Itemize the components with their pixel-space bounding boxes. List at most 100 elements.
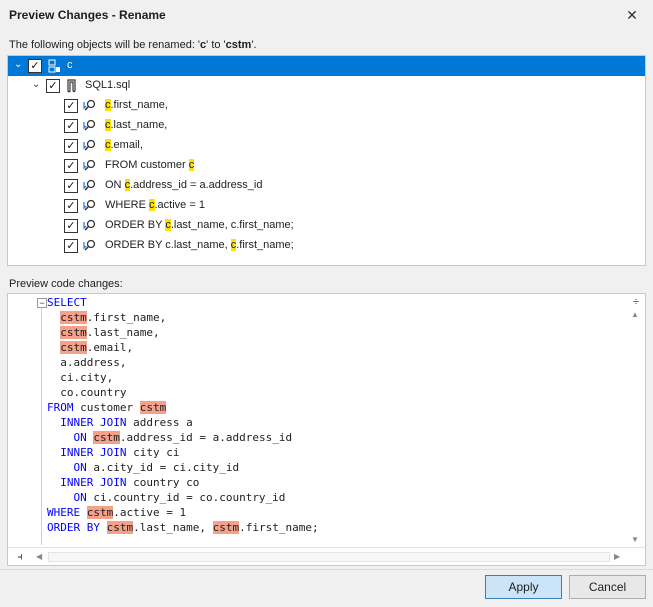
code-line: ON cstm.address_id = a.address_id (47, 430, 319, 445)
occurrence-prefix: ORDER BY (105, 219, 166, 231)
code-text (47, 461, 74, 474)
sql-keyword: INNER JOIN (60, 446, 127, 459)
code-text: city ci (126, 446, 180, 459)
occurrence-match: c (105, 139, 111, 151)
scroll-up-icon[interactable]: ▲ (631, 310, 639, 319)
chevron-down-icon[interactable]: ⌄ (32, 79, 41, 90)
footer-divider (0, 569, 653, 570)
code-preview-text: SELECT cstm.first_name, cstm.last_name, … (47, 295, 319, 535)
code-line: INNER JOIN city ci (47, 445, 319, 460)
split-horizontal-icon[interactable]: ⫞ (17, 551, 23, 563)
code-text (47, 341, 60, 354)
code-line: INNER JOIN country co (47, 475, 319, 490)
occurrence-suffix: .address_id = a.address_id (130, 179, 263, 191)
code-line: ON ci.country_id = co.country_id (47, 490, 319, 505)
apply-button[interactable]: Apply (485, 575, 562, 599)
occurrence-label: WHERE c.active = 1 (105, 199, 205, 211)
new-name: cstm (225, 39, 252, 51)
code-line: WHERE cstm.active = 1 (47, 505, 319, 520)
occurrence-label: ORDER BY c.last_name, c.first_name; (105, 219, 294, 231)
tree-root-row[interactable]: ⌄ ✓ c (8, 56, 645, 76)
occurrence-checkbox[interactable]: ✓ (64, 199, 78, 213)
root-checkbox[interactable]: ✓ (28, 59, 42, 73)
horizontal-scroll-track[interactable] (48, 552, 610, 562)
code-text: .first_name; (239, 521, 319, 534)
occurrence-suffix: .first_name, (110, 99, 168, 111)
occurrence-checkbox[interactable]: ✓ (64, 239, 78, 253)
occurrence-match: c (105, 119, 111, 131)
root-label: c (67, 59, 73, 71)
code-text (100, 521, 107, 534)
occurrence-label: ON c.address_id = a.address_id (105, 179, 262, 191)
sql-keyword: WHERE (47, 506, 81, 519)
tree-occurrence-row[interactable]: ✓ WHERE c.active = 1 (8, 196, 645, 216)
scroll-right-icon[interactable]: ▶ (614, 552, 621, 561)
fold-guide (41, 300, 42, 545)
tree-occurrence-row[interactable]: ✓ c.first_name, (8, 96, 645, 116)
preview-label: Preview code changes: (9, 278, 123, 290)
occurrence-checkbox[interactable]: ✓ (64, 119, 78, 133)
code-text: co.country (47, 386, 127, 399)
file-label: SQL1.sql (85, 79, 131, 91)
code-line: INNER JOIN address a (47, 415, 319, 430)
code-line: a.address, (47, 355, 319, 370)
tree-occurrence-row[interactable]: ✓ ON c.address_id = a.address_id (8, 176, 645, 196)
code-text (47, 476, 60, 489)
renamed-identifier: cstm (139, 401, 167, 414)
occurrence-suffix: .last_name, c.first_name; (170, 219, 294, 231)
sql-file-icon (64, 78, 80, 94)
scroll-down-icon[interactable]: ▼ (631, 535, 639, 544)
occurrence-checkbox[interactable]: ✓ (64, 159, 78, 173)
scroll-left-icon[interactable]: ◀ (36, 552, 43, 561)
close-icon[interactable]: ✕ (626, 7, 638, 23)
tree-occurrence-row[interactable]: ✓ FROM customer c (8, 156, 645, 176)
split-vertical-icon[interactable]: ÷ (632, 296, 640, 308)
occurrence-prefix: FROM customer (105, 159, 189, 171)
occurrence-checkbox[interactable]: ✓ (64, 179, 78, 193)
vertical-scrollbar[interactable]: ÷ ▲ ▼ (628, 294, 644, 547)
code-line: SELECT (47, 295, 319, 310)
code-text (47, 416, 60, 429)
code-text: country co (126, 476, 200, 489)
code-line: co.country (47, 385, 319, 400)
code-text: address a (126, 416, 193, 429)
occurrence-checkbox[interactable]: ✓ (64, 139, 78, 153)
code-text: .active = 1 (113, 506, 187, 519)
code-text (80, 506, 87, 519)
code-line: ON a.city_id = ci.city_id (47, 460, 319, 475)
sql-keyword: ON (73, 461, 87, 474)
occurrence-search-icon (82, 98, 98, 114)
code-line: cstm.last_name, (47, 325, 319, 340)
fold-collapse-icon[interactable]: − (37, 298, 47, 308)
sql-keyword: ORDER BY (47, 521, 100, 534)
tree-occurrence-row[interactable]: ✓c.email, (8, 136, 645, 156)
code-line: cstm.email, (47, 340, 319, 355)
tree-occurrence-row[interactable]: ✓ORDER BY c.last_name, c.first_name; (8, 236, 645, 256)
rename-objects-tree[interactable]: ⌄ ✓ c ⌄ ✓ SQL1.sql ✓c.first_name,✓c.last… (7, 55, 646, 266)
tree-file-row[interactable]: ⌄ ✓ SQL1.sql (8, 76, 645, 96)
sql-keyword: ON (73, 431, 87, 444)
code-text (47, 326, 60, 339)
title-bar: Preview Changes - Rename ✕ (0, 0, 653, 30)
occurrence-search-icon (82, 238, 98, 254)
occurrence-match: c (188, 159, 195, 171)
occurrence-match: c (105, 99, 111, 111)
file-checkbox[interactable]: ✓ (46, 79, 60, 93)
occurrence-search-icon (82, 218, 98, 234)
occurrence-suffix: .active = 1 (154, 199, 205, 211)
code-text: .address_id = a.address_id (119, 431, 293, 444)
occurrence-checkbox[interactable]: ✓ (64, 219, 78, 233)
occurrence-suffix: .last_name, (110, 119, 168, 131)
occurrence-checkbox[interactable]: ✓ (64, 99, 78, 113)
horizontal-scrollbar[interactable]: ⫞ ◀ ▶ (8, 547, 645, 566)
tree-occurrence-row[interactable]: ✓ ORDER BY c.last_name, c.first_name; (8, 216, 645, 236)
occurrence-match: c (124, 179, 131, 191)
chevron-down-icon[interactable]: ⌄ (14, 59, 23, 70)
occurrence-search-icon (82, 138, 98, 154)
code-text: a.city_id = ci.city_id (86, 461, 240, 474)
code-preview-editor[interactable]: − SELECT cstm.first_name, cstm.last_name… (7, 293, 646, 566)
summary-middle: ' to ' (206, 39, 226, 51)
tree-occurrence-row[interactable]: ✓ c.last_name, (8, 116, 645, 136)
renamed-identifier: cstm (86, 506, 114, 519)
cancel-button[interactable]: Cancel (569, 575, 646, 599)
